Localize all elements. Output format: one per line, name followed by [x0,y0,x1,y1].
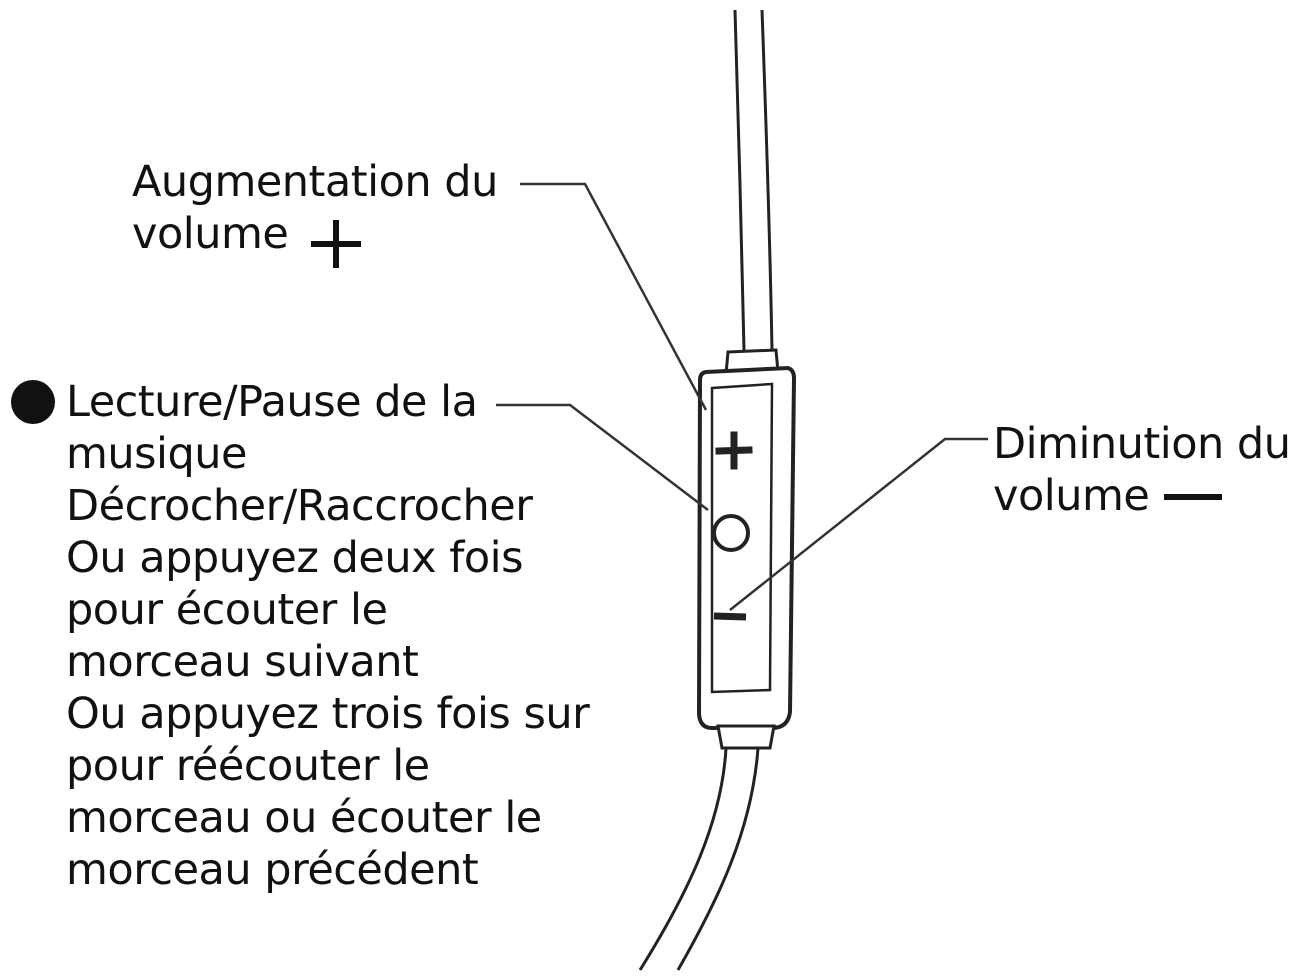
remote-bottom-collar [716,724,776,750]
leader-line-volume-down [729,437,988,611]
cable-lower [638,747,760,971]
play-pause-label-line: Lecture/Pause de la [66,377,478,427]
volume-up-label: Augmentation du volume [132,156,498,260]
play-pause-label-line: pour écouter le [66,585,388,635]
plus-icon [311,220,361,268]
volume-up-label-line-1: Augmentation du [132,157,498,207]
circle-button-icon [712,514,750,552]
leader-line-volume-up [520,182,708,411]
play-pause-label-line: pour réécouter le [66,741,430,791]
cable-upper [733,9,774,351]
play-pause-label-line: musique [66,429,248,479]
play-pause-label-line: Décrocher/Raccrocher [66,481,533,531]
volume-down-label-line-2: volume [993,471,1150,521]
minus-icon [713,612,747,621]
play-pause-label-line: Ou appuyez trois fois sur [66,689,590,739]
volume-up-label-line-2: volume [132,209,289,259]
volume-down-label-line-1: Diminution du [993,419,1290,469]
leader-line-play-pause [496,403,709,511]
play-pause-label-line: morceau ou écouter le [66,793,542,843]
play-pause-label-line: morceau précédent [66,845,479,895]
plus-icon [715,431,753,470]
play-pause-label-line: Ou appuyez deux fois [66,533,524,583]
play-pause-label-line: morceau suivant [66,637,419,687]
play-pause-label: Lecture/Pause de la musique Décrocher/Ra… [66,376,590,896]
volume-down-label: Diminution du volume [993,418,1290,522]
filled-circle-bullet-icon [11,380,55,424]
remote-housing [696,365,797,730]
